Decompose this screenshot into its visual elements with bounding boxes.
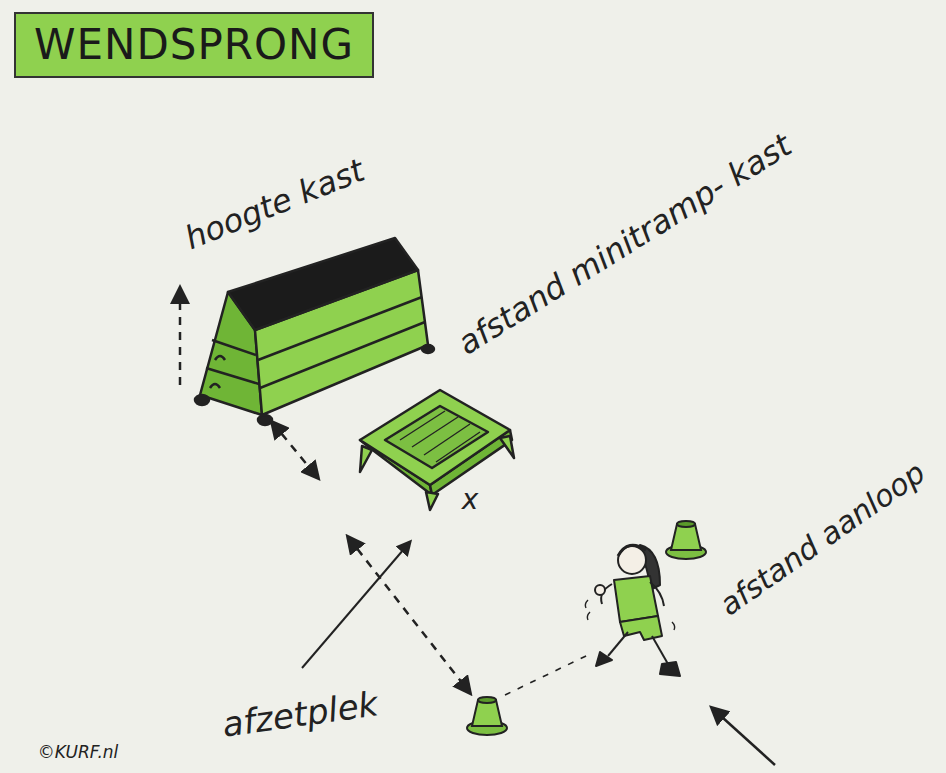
measure-arrows: [180, 288, 775, 765]
cone: [467, 521, 706, 735]
mark-label: x: [462, 485, 479, 516]
takeoff-label: afzetplek: [220, 686, 380, 745]
runner-figure: [585, 545, 680, 676]
minitramp: [360, 390, 514, 510]
title-box: WENDSPRONG: [14, 12, 374, 78]
watermark: ©KURF.nl: [38, 743, 119, 762]
vaulting-box: [195, 238, 434, 425]
distance-label: afstand aanloop: [713, 455, 930, 621]
height-label: hoogte kast: [181, 153, 370, 257]
distance-label: afstand minitramp- kast: [452, 128, 798, 362]
